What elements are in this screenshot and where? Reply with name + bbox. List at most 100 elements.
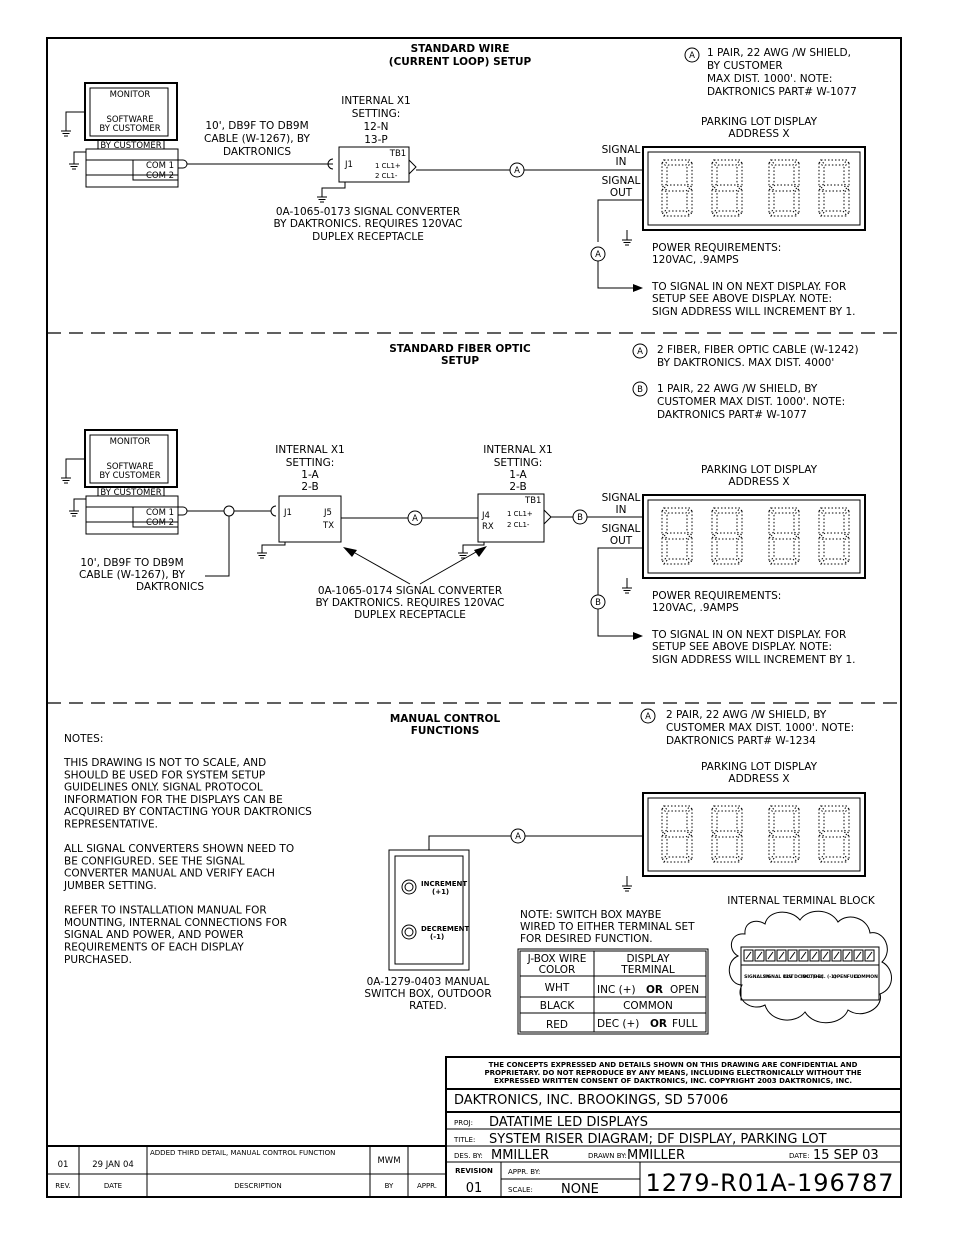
drawn-by: MMILLER [627, 1148, 685, 1163]
cable-note: 2 PAIR, 22 AWG /W SHIELD, BY [666, 709, 827, 721]
cable-note: 1 PAIR, 22 AWG /W SHIELD, [707, 47, 851, 59]
revision-header: DATE [104, 1182, 122, 1190]
terminal-screw [743, 949, 754, 962]
jumper-setting: INTERNAL X1 [341, 95, 410, 107]
revision-header: DESCRIPTION [234, 1182, 281, 1190]
terminal-screw-slot [833, 951, 840, 960]
des-label: DES. BY: [454, 1152, 483, 1160]
signal-converter-tx: J1 J5 TX [256, 495, 342, 559]
confidential-notice: PROPRIETARY. DO NOT REPRODUCE BY ANY MEA… [485, 1069, 862, 1077]
by-customer-label: BY CUSTOMER [100, 488, 161, 498]
date-label: DATE: [789, 1152, 810, 1160]
cable-marker-label: B [577, 513, 583, 523]
next-display-note: SETUP SEE ABOVE DISPLAY. NOTE: [652, 641, 832, 653]
table-cell: RED [546, 1019, 568, 1031]
revision-header: REV. [55, 1182, 70, 1190]
signal-out-label: OUT [610, 535, 633, 547]
cable-label: 10', DB9F TO DB9M [205, 120, 308, 132]
converter-label: 0A-1065-0173 SIGNAL CONVERTER [276, 206, 460, 218]
jumper-setting: SETTING: [352, 108, 401, 120]
switch-note: FOR DESIRED FUNCTION. [520, 933, 653, 945]
terminal-screw [798, 949, 809, 962]
com2-label: COM 2 [146, 518, 174, 528]
revision-cell: ADDED THIRD DETAIL, MANUAL CONTROL FUNCT… [150, 1149, 335, 1157]
cable-marker [684, 47, 700, 63]
terminal-label: OPEN [833, 974, 847, 980]
drawing-border [46, 37, 902, 1198]
j1-label: J1 [344, 160, 353, 170]
cable-label: 10', DB9F TO DB9M [80, 557, 183, 569]
terminal-screw-slot [789, 951, 796, 960]
cable-note: CUSTOMER MAX DIST. 1000'. NOTE: [666, 722, 854, 734]
next-display-note: SETUP SEE ABOVE DISPLAY. NOTE: [652, 293, 832, 305]
terminal-label: SIGNAL IN [744, 974, 770, 980]
section-title: MANUAL CONTROL [390, 713, 501, 725]
signal-out-label: SIGNAL [602, 175, 641, 187]
scale-value: NONE [561, 1182, 599, 1197]
monitor-label: MONITOR [110, 90, 151, 100]
converter-label: BY DAKTRONICS. REQUIRES 120VAC [274, 218, 463, 230]
next-display-note: TO SIGNAL IN ON NEXT DISPLAY. FOR [651, 629, 846, 641]
jumper-setting: 2-B [301, 481, 318, 493]
terminal-screw [820, 949, 831, 962]
display-title: ADDRESS X [728, 773, 789, 785]
cable-note: DAKTRONICS PART# W-1077 [657, 409, 807, 421]
terminal-screw-slot [822, 951, 829, 960]
table-cell: FULL [672, 1018, 698, 1030]
table-cell: OR [646, 984, 663, 996]
cable-marker-label: A [689, 51, 695, 61]
jumper-setting: 2-B [509, 481, 526, 493]
computer-monitor: MONITOR SOFTWARE BY CUSTOMER BY CUSTOMER… [60, 82, 188, 188]
converter-label: DUPLEX RECEPTACLE [312, 231, 424, 243]
designed-by: MMILLER [491, 1148, 549, 1163]
display-title: ADDRESS X [728, 476, 789, 488]
signal-in-label: IN [616, 156, 627, 168]
notes-line: JUMBER SETTING. [63, 880, 157, 892]
notes-text: THIS DRAWING IS NOT TO SCALE, ANDSHOULD … [63, 757, 312, 966]
title-label: TITLE: [453, 1136, 475, 1144]
notes-line: PURCHASED. [64, 954, 132, 966]
table-header: J-BOX WIRE [527, 953, 587, 965]
converter-label: DUPLEX RECEPTACLE [354, 609, 466, 621]
rx-label: RX [482, 522, 494, 532]
tx-label: TX [322, 521, 334, 531]
display-title: ADDRESS X [728, 128, 789, 140]
converter-label: BY DAKTRONICS. REQUIRES 120VAC [316, 597, 505, 609]
software-label: SOFTWARE [106, 115, 153, 125]
cable-marker-label: B [637, 385, 643, 395]
switch-box-label: SWITCH BOX, OUTDOOR [364, 988, 491, 1000]
table-header: TERMINAL [620, 964, 675, 976]
terminal-screw [754, 949, 765, 962]
notes-line: BE CONFIGURED. SEE THE SIGNAL [64, 855, 245, 867]
jumper-setting: SETTING: [286, 457, 335, 469]
cable-note: BY DAKTRONICS. MAX DIST. 4000' [657, 357, 834, 369]
notes-line: INFORMATION FOR THE DISPLAYS CAN BE [64, 794, 283, 806]
com1-label: COM 1 [146, 508, 174, 518]
section-title: FUNCTIONS [411, 725, 480, 737]
terminal-screw [765, 949, 776, 962]
terminal-screw-slot [866, 951, 873, 960]
signal-out-label: OUT [610, 187, 633, 199]
terminal-label: DEC. (-1) [814, 974, 837, 980]
signal-in-label: IN [616, 504, 627, 516]
switch-box-label: RATED. [409, 1000, 447, 1012]
display-title: PARKING LOT DISPLAY [701, 464, 818, 476]
terminal-label: 2 CL1- [507, 521, 530, 529]
cable-note: 1 PAIR, 22 AWG /W SHIELD, BY [657, 383, 818, 395]
revision-header: BY [385, 1182, 394, 1190]
notes-line: REFER TO INSTALLATION MANUAL FOR [64, 905, 267, 917]
project-name: DATATIME LED DISPLAYS [489, 1115, 648, 1130]
table-cell: BLACK [540, 1000, 576, 1012]
signal-converter-rx: TB1 J4 RX 1 CL1+ 2 CL1- [457, 493, 552, 559]
software-label: BY CUSTOMER [99, 471, 160, 481]
terminal-label: COMMON [854, 974, 878, 980]
cable-note: CUSTOMER MAX DIST. 1000'. NOTE: [657, 396, 845, 408]
j5-label: J5 [323, 508, 332, 518]
j1-label: J1 [283, 508, 292, 518]
terminal-screw-slot [811, 951, 818, 960]
cable-label: CABLE (W-1267), BY [204, 133, 311, 145]
scale-label: SCALE: [508, 1186, 533, 1194]
section-manual-control: MANUAL CONTROL FUNCTIONS A 2 PAIR, 22 AW… [63, 708, 892, 1035]
decrement-button-label: (-1) [430, 933, 444, 941]
tb1-label: TB1 [389, 149, 406, 159]
